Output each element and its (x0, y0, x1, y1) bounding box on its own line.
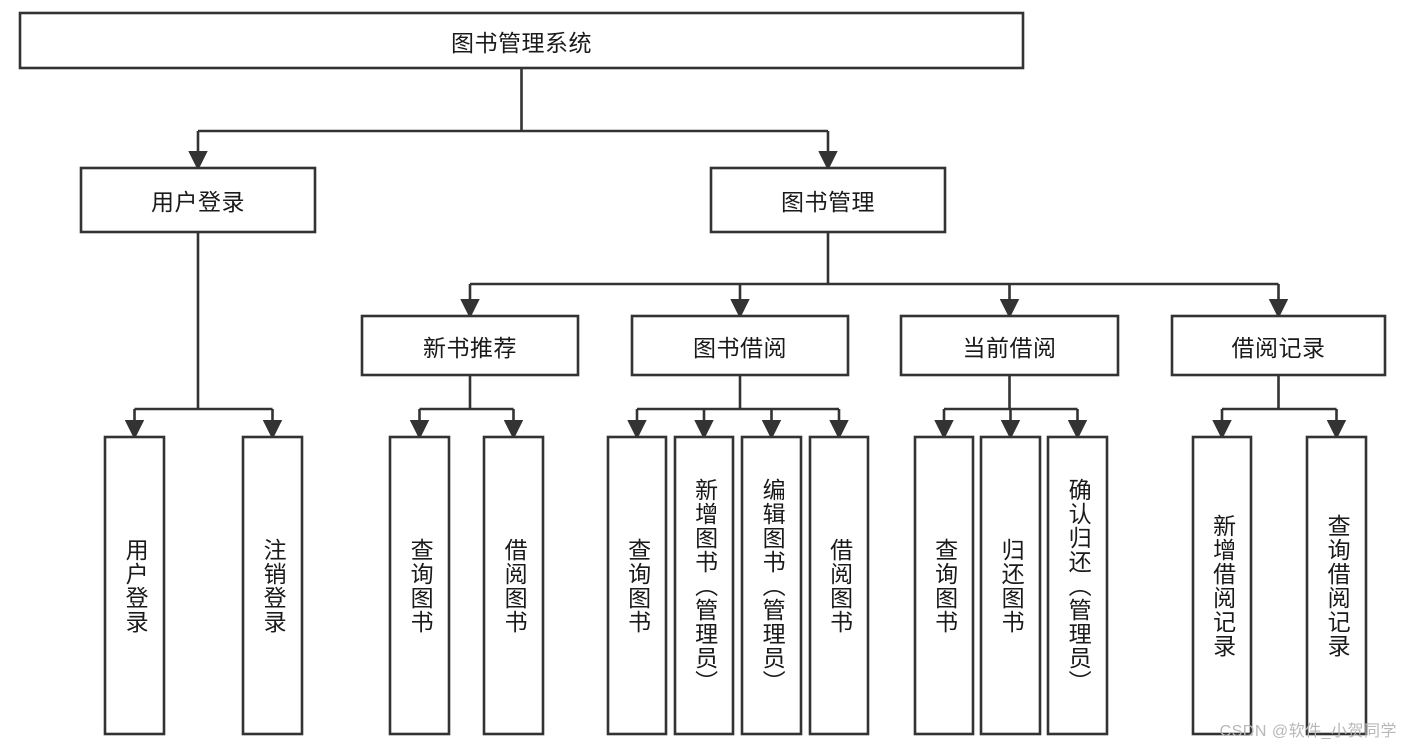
node-box-leaf-return-book[interactable] (979, 435, 1042, 736)
node-box-user-login[interactable] (79, 166, 317, 234)
node-box-leaf-borrow-book-rec[interactable] (482, 435, 545, 736)
node-box-leaf-query-book-rec[interactable] (388, 435, 451, 736)
node-box-borrow-record[interactable] (1170, 314, 1387, 377)
node-box-leaf-add-record[interactable] (1191, 435, 1253, 736)
node-box-current-borrow[interactable] (899, 314, 1120, 377)
node-box-leaf-edit-book[interactable] (740, 435, 803, 736)
node-box-leaf-query-book[interactable] (606, 435, 668, 736)
edge-layer (124, 68, 1347, 440)
node-box-leaf-query-record[interactable] (1305, 435, 1368, 736)
node-box-book-manage[interactable] (709, 166, 947, 234)
node-box-leaf-borrow-book[interactable] (808, 435, 870, 736)
node-box-leaf-add-book[interactable] (673, 435, 735, 736)
node-box-leaf-logout[interactable] (241, 435, 304, 736)
node-box-root[interactable] (18, 11, 1025, 70)
node-box-book-borrow[interactable] (630, 314, 850, 377)
node-box-leaf-user-login[interactable] (103, 435, 166, 736)
node-box-new-book-rec[interactable] (360, 314, 580, 377)
node-box-leaf-query-book-cur[interactable] (913, 435, 975, 736)
node-box-leaf-confirm-return[interactable] (1046, 435, 1109, 736)
box-layer (18, 11, 1387, 736)
